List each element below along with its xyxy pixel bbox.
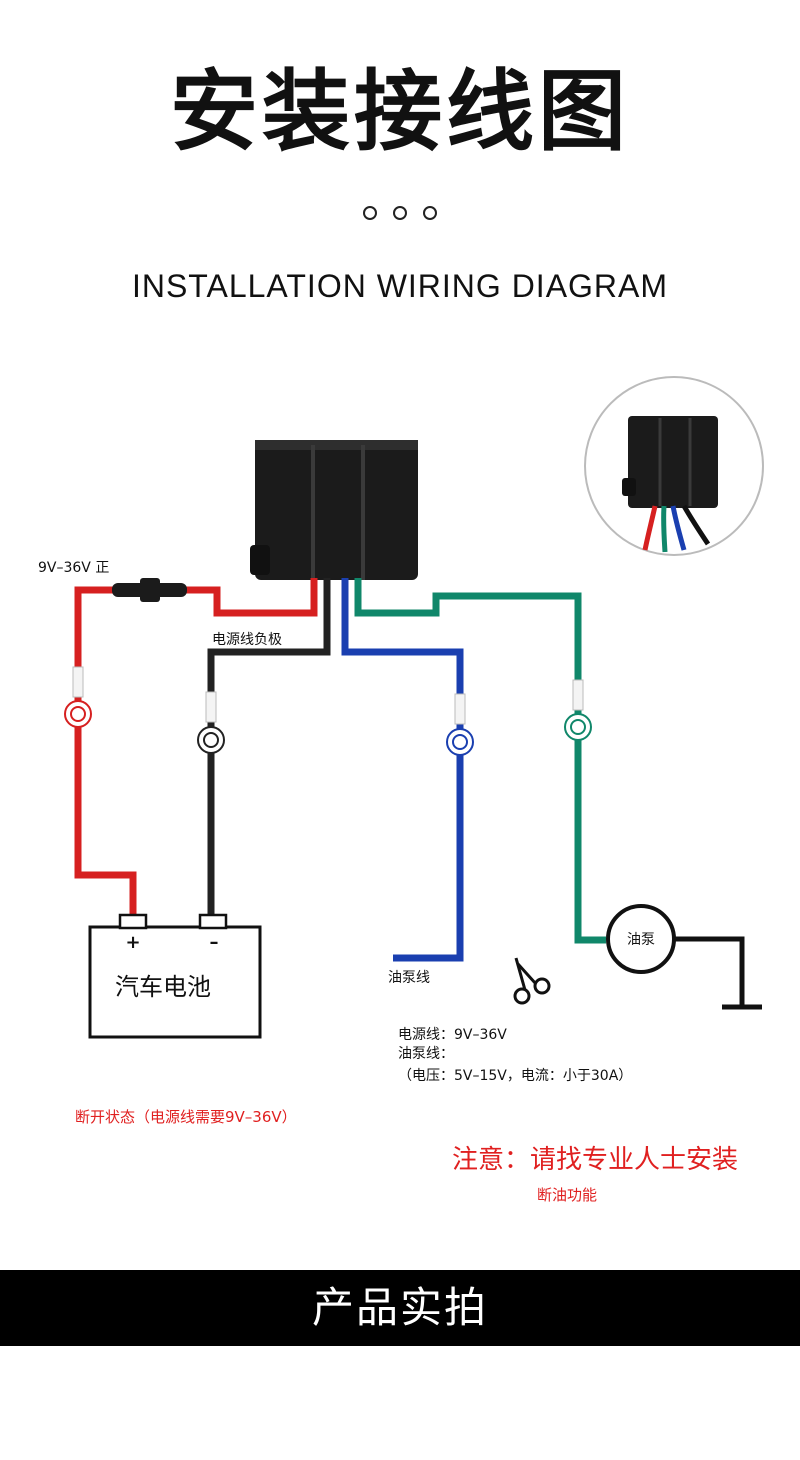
power-positive-label: 9V–36V 正 xyxy=(38,560,109,576)
battery-minus-label: – xyxy=(210,932,219,953)
page-subtitle: INSTALLATION WIRING DIAGRAM xyxy=(131,268,669,304)
black-wire xyxy=(207,578,331,916)
relay-module xyxy=(250,440,418,580)
fuel-pump xyxy=(606,904,762,1010)
spec-pump-line: 油泵线： xyxy=(398,1046,454,1062)
ring-terminal-blue xyxy=(446,728,474,756)
red-wire xyxy=(74,578,318,916)
ring-terminal-red xyxy=(64,700,92,728)
car-battery xyxy=(88,913,262,1039)
dot-icon xyxy=(423,206,437,220)
dot-icon xyxy=(363,206,377,220)
battery-plus-label: + xyxy=(125,932,140,953)
warning-note: 注意：请找专业人士安装 xyxy=(452,1145,738,1175)
power-negative-label: 电源线负极 xyxy=(212,632,282,648)
status-note: 断开状态（电源线需要9V–36V） xyxy=(75,1108,297,1126)
relay-photo-inset xyxy=(584,376,764,556)
wiring-diagram: + – 汽车电池 油泵 9V–36V 正 电源线负极 油泵线 电源线：9V–36… xyxy=(38,376,764,1204)
ring-terminal-green xyxy=(564,713,592,741)
spec-power-line: 电源线：9V–36V xyxy=(398,1027,507,1043)
function-note: 断油功能 xyxy=(537,1186,597,1204)
scissors-icon xyxy=(513,957,551,1005)
pump-wire-label: 油泵线 xyxy=(388,970,430,986)
spec-voltage-current: （电压：5V–15V，电流：小于30A） xyxy=(398,1068,632,1084)
page-title: 安装接线图 xyxy=(169,60,630,163)
section-banner xyxy=(0,1270,800,1346)
dot-icon xyxy=(393,206,407,220)
decorative-dots xyxy=(0,205,800,224)
fuse-holder xyxy=(112,578,187,602)
blue-wire xyxy=(341,578,464,962)
battery-label: 汽车电池 xyxy=(115,973,211,1001)
pump-label: 油泵 xyxy=(627,932,655,948)
ring-terminal-black xyxy=(197,726,225,754)
banner-title: 产品实拍 xyxy=(311,1283,488,1332)
green-wire xyxy=(354,578,606,944)
